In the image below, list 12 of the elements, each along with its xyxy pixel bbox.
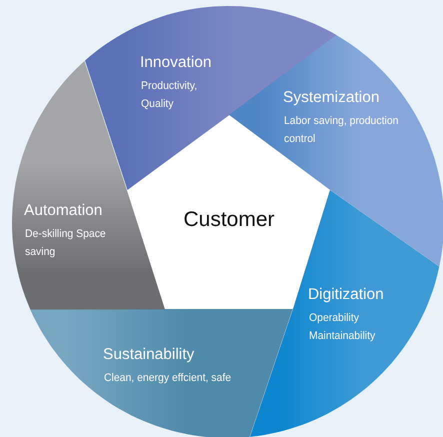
segment-title: Digitization xyxy=(308,286,384,304)
segment-description: Clean, energy effcient, safe xyxy=(104,371,232,386)
center-label: Customer xyxy=(183,208,275,232)
segment-description: De-skilling Space saving xyxy=(24,226,107,260)
segment-title: Automation xyxy=(24,202,102,220)
segment-description: Labor saving, production control xyxy=(284,114,400,147)
segment-title: Sustainability xyxy=(102,346,194,364)
segment-description: Operability Maintainability xyxy=(308,311,376,344)
wheel-segment xyxy=(30,309,293,437)
segment-title: Innovation xyxy=(140,54,212,72)
segment-description: Productivity, Quality xyxy=(140,78,198,112)
segment-title: Systemization xyxy=(283,88,380,107)
